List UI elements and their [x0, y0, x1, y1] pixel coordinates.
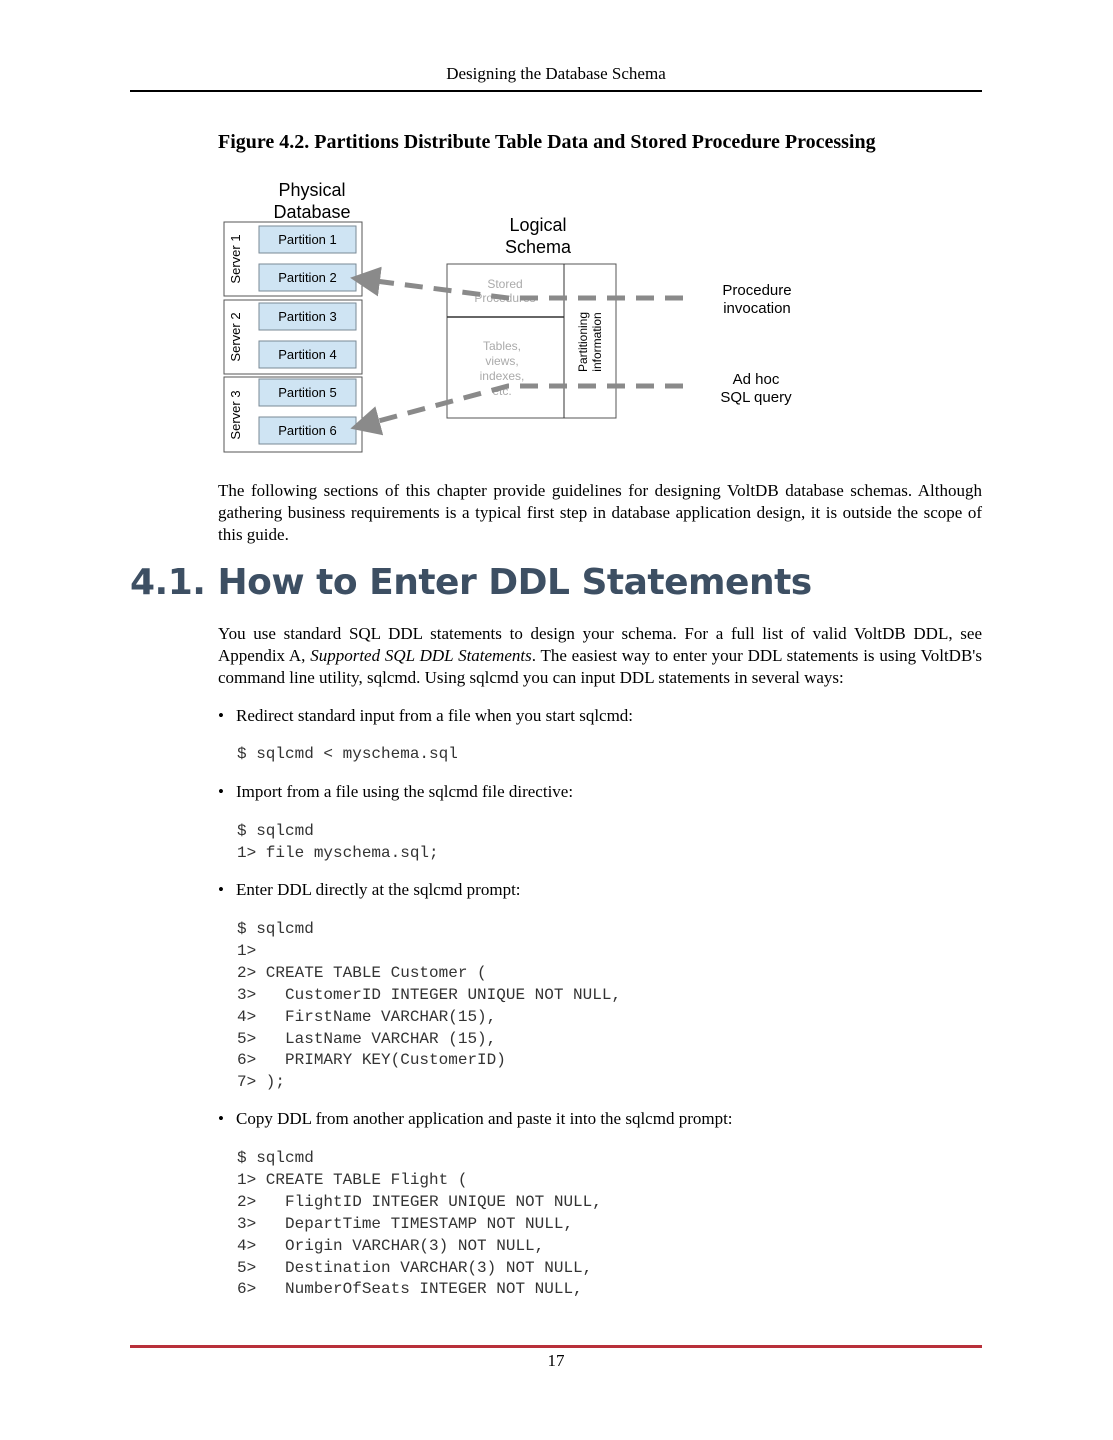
partition-diagram: Physical Database Server 1 Partition 1 P…	[218, 176, 818, 460]
partition-1-box	[258, 225, 357, 254]
list-item-text: Import from a file using the sqlcmd file…	[236, 782, 574, 801]
logical-title-line2: Schema	[505, 237, 572, 257]
bullet-dot: •	[218, 782, 224, 801]
partition-3-label: Partition 3	[278, 309, 337, 324]
code-block: $ sqlcmd 1> file myschema.sql;	[237, 822, 439, 862]
partition-3-box	[258, 302, 357, 331]
tables-line1: Tables,	[483, 339, 521, 353]
partition-2-box	[258, 263, 357, 292]
bullet-dot: •	[218, 1109, 224, 1128]
server-1-label: Server 1	[228, 234, 243, 283]
intro-paragraph: The following sections of this chapter p…	[218, 481, 982, 544]
list-item-text: Copy DDL from another application and pa…	[236, 1109, 733, 1128]
partition-5-box	[258, 378, 357, 407]
partitioning-line1: Partitioning	[576, 312, 590, 372]
partition-6-label: Partition 6	[278, 423, 337, 438]
physical-title-line2: Database	[273, 202, 350, 222]
code-block: $ sqlcmd < myschema.sql	[237, 745, 458, 763]
bullet-dot: •	[218, 880, 224, 899]
section-title: 4.1. How to Enter DDL Statements	[130, 562, 812, 603]
section-paragraph: You use standard SQL DDL statements to d…	[218, 623, 982, 689]
stored-procedures-line1: Stored	[487, 277, 522, 291]
code-block: $ sqlcmd 1> 2> CREATE TABLE Customer ( 3…	[237, 920, 622, 1092]
list-item-text: Redirect standard input from a file when…	[236, 706, 634, 725]
partition-4-box	[258, 340, 357, 369]
adhoc-arrow	[350, 383, 683, 436]
partitioning-line2: information	[590, 312, 604, 371]
server-2-label: Server 2	[228, 312, 243, 361]
procedure-arrow	[350, 266, 683, 301]
section-paragraph-part2: . The easiest way to enter your DDL stat…	[218, 646, 982, 687]
running-header: Designing the Database Schema	[446, 64, 666, 83]
partition-5-label: Partition 5	[278, 385, 337, 400]
adhoc-label-line1: Ad hoc	[733, 371, 780, 388]
code-block: $ sqlcmd 1> CREATE TABLE Flight ( 2> Fli…	[237, 1149, 602, 1299]
procedure-label-line1: Procedure	[722, 282, 791, 299]
partition-4-label: Partition 4	[278, 347, 337, 362]
tables-line2: views,	[485, 354, 518, 368]
adhoc-label-line2: SQL query	[720, 389, 792, 406]
bullet-dot: •	[218, 706, 224, 725]
server-3-label: Server 3	[228, 390, 243, 439]
footer-rule	[130, 1345, 982, 1348]
appendix-title[interactable]: Supported SQL DDL Statements	[310, 646, 532, 665]
partition-1-label: Partition 1	[278, 232, 337, 247]
logical-title-line1: Logical	[509, 215, 566, 235]
header-rule	[130, 90, 982, 92]
procedure-label-line2: invocation	[723, 300, 791, 317]
list-item-text: Enter DDL directly at the sqlcmd prompt:	[236, 880, 521, 899]
tables-line3: indexes,	[480, 369, 525, 383]
page-number: 17	[547, 1351, 565, 1370]
partition-2-label: Partition 2	[278, 270, 337, 285]
figure-caption: Figure 4.2. Partitions Distribute Table …	[218, 131, 876, 153]
section-paragraph-part1: You use standard SQL DDL statements to d…	[218, 624, 982, 665]
partition-6-box	[258, 416, 357, 445]
physical-title-line1: Physical	[278, 180, 345, 200]
